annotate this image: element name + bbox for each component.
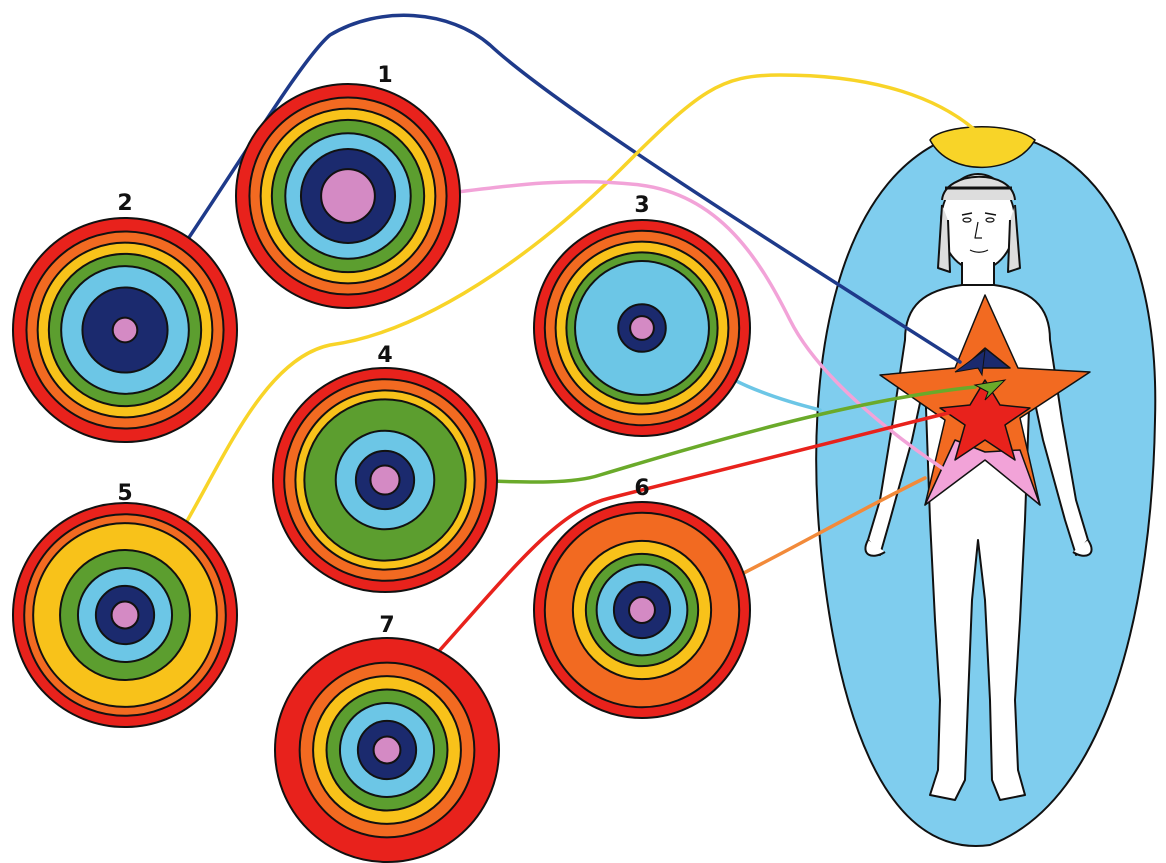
disc-6-ring-7 — [629, 597, 655, 623]
chakra-disc-6: 6 — [534, 476, 750, 718]
chakra-disc-3: 3 — [534, 193, 750, 436]
disc-label-1: 1 — [377, 63, 392, 88]
chakra-disc-7: 7 — [275, 613, 499, 862]
chakra-disc-1: 1 — [236, 63, 460, 308]
disc-label-7: 7 — [379, 613, 394, 638]
disc-1-ring-7 — [321, 169, 375, 223]
chakra-disc-2: 2 — [13, 191, 237, 442]
disc-5-ring-7 — [112, 602, 139, 629]
chakra-disc-5: 5 — [13, 481, 237, 727]
chakra-disc-4: 4 — [273, 343, 497, 592]
disc-3-ring-7 — [630, 316, 654, 340]
disc-7-ring-7 — [374, 737, 401, 764]
disc-label-6: 6 — [634, 476, 649, 501]
disc-label-4: 4 — [377, 343, 392, 368]
disc-label-5: 5 — [117, 481, 132, 506]
disc-label-3: 3 — [634, 193, 649, 218]
disc-2-ring-7 — [113, 318, 138, 343]
disc-label-2: 2 — [117, 191, 132, 216]
disc-4-ring-7 — [370, 465, 399, 494]
